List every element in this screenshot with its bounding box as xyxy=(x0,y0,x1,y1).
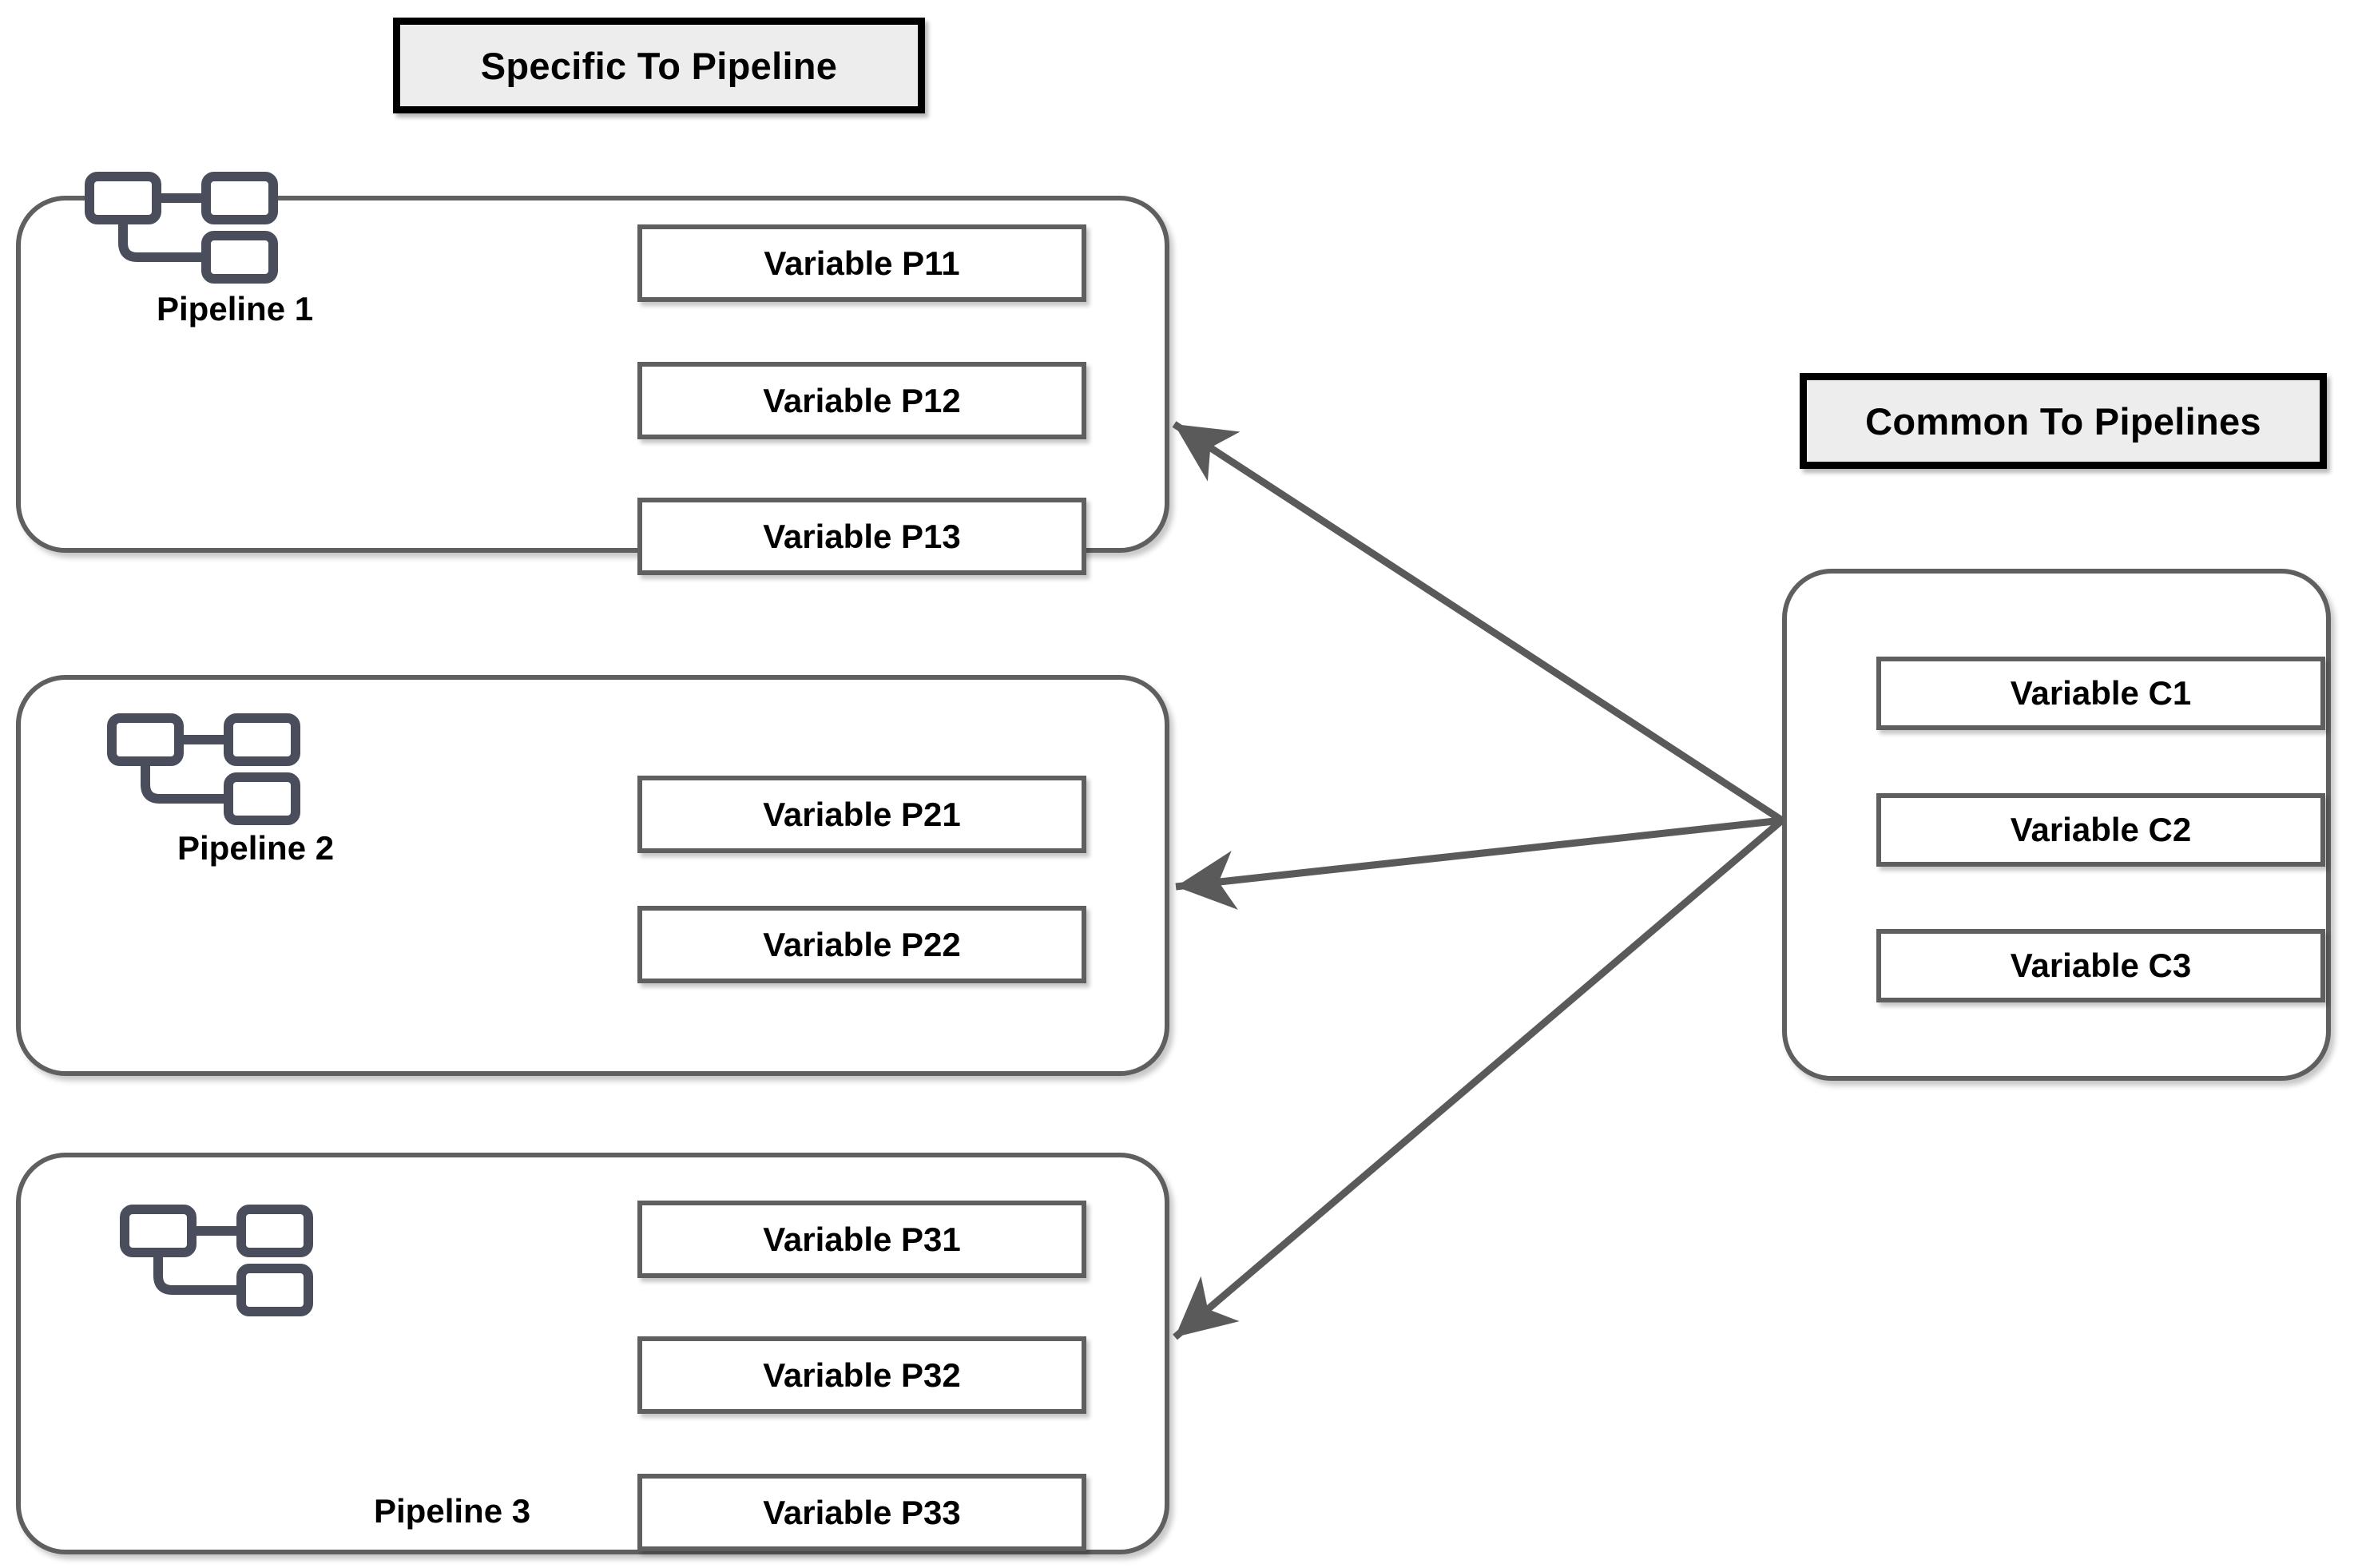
arrow-common-to-pipeline-3 xyxy=(1173,817,1784,1340)
variable-box-c1[interactable]: Variable C1 xyxy=(1876,657,2325,730)
pipeline-3-caption: Pipeline 3 xyxy=(374,1492,531,1530)
pipeline-2-caption: Pipeline 2 xyxy=(177,829,335,867)
variable-label-c2: Variable C2 xyxy=(2010,811,2192,848)
variable-box-p11[interactable]: Variable P11 xyxy=(637,224,1086,302)
variable-box-p32[interactable]: Variable P32 xyxy=(637,1336,1086,1414)
pipeline-1-caption: Pipeline 1 xyxy=(157,290,314,327)
banner-specific-to-pipeline: Specific To Pipeline xyxy=(393,18,925,113)
banner-common-to-pipelines: Common To Pipelines xyxy=(1800,373,2327,469)
variable-box-p12[interactable]: Variable P12 xyxy=(637,362,1086,439)
variable-label-p11: Variable P11 xyxy=(764,244,960,282)
variable-label-p31: Variable P31 xyxy=(763,1220,961,1258)
variable-box-p33[interactable]: Variable P33 xyxy=(637,1474,1086,1551)
variable-box-p21[interactable]: Variable P21 xyxy=(637,776,1086,853)
variable-box-c3[interactable]: Variable C3 xyxy=(1876,929,2325,1002)
variable-label-p13: Variable P13 xyxy=(763,517,961,555)
variable-label-p12: Variable P12 xyxy=(763,381,961,419)
variable-box-p31[interactable]: Variable P31 xyxy=(637,1201,1086,1278)
arrow-common-to-pipeline-2 xyxy=(1175,816,1783,910)
pipeline-flow-icon xyxy=(85,172,283,284)
pipeline-flow-icon xyxy=(107,713,305,825)
variable-label-p22: Variable P22 xyxy=(763,925,961,963)
variable-label-p32: Variable P32 xyxy=(763,1356,961,1394)
variable-label-c3: Variable C3 xyxy=(2010,947,2192,984)
variable-box-p22[interactable]: Variable P22 xyxy=(637,906,1086,983)
banner-specific-label: Specific To Pipeline xyxy=(480,44,838,87)
variable-label-p33: Variable P33 xyxy=(763,1493,961,1531)
variable-label-p21: Variable P21 xyxy=(763,795,961,833)
banner-common-label: Common To Pipelines xyxy=(1865,399,2261,443)
arrow-common-to-pipeline-1 xyxy=(1172,421,1784,824)
variable-label-c1: Variable C1 xyxy=(2010,674,2192,712)
variable-box-c2[interactable]: Variable C2 xyxy=(1876,793,2325,867)
variable-box-p13[interactable]: Variable P13 xyxy=(637,498,1086,575)
pipeline-flow-icon xyxy=(120,1205,318,1316)
